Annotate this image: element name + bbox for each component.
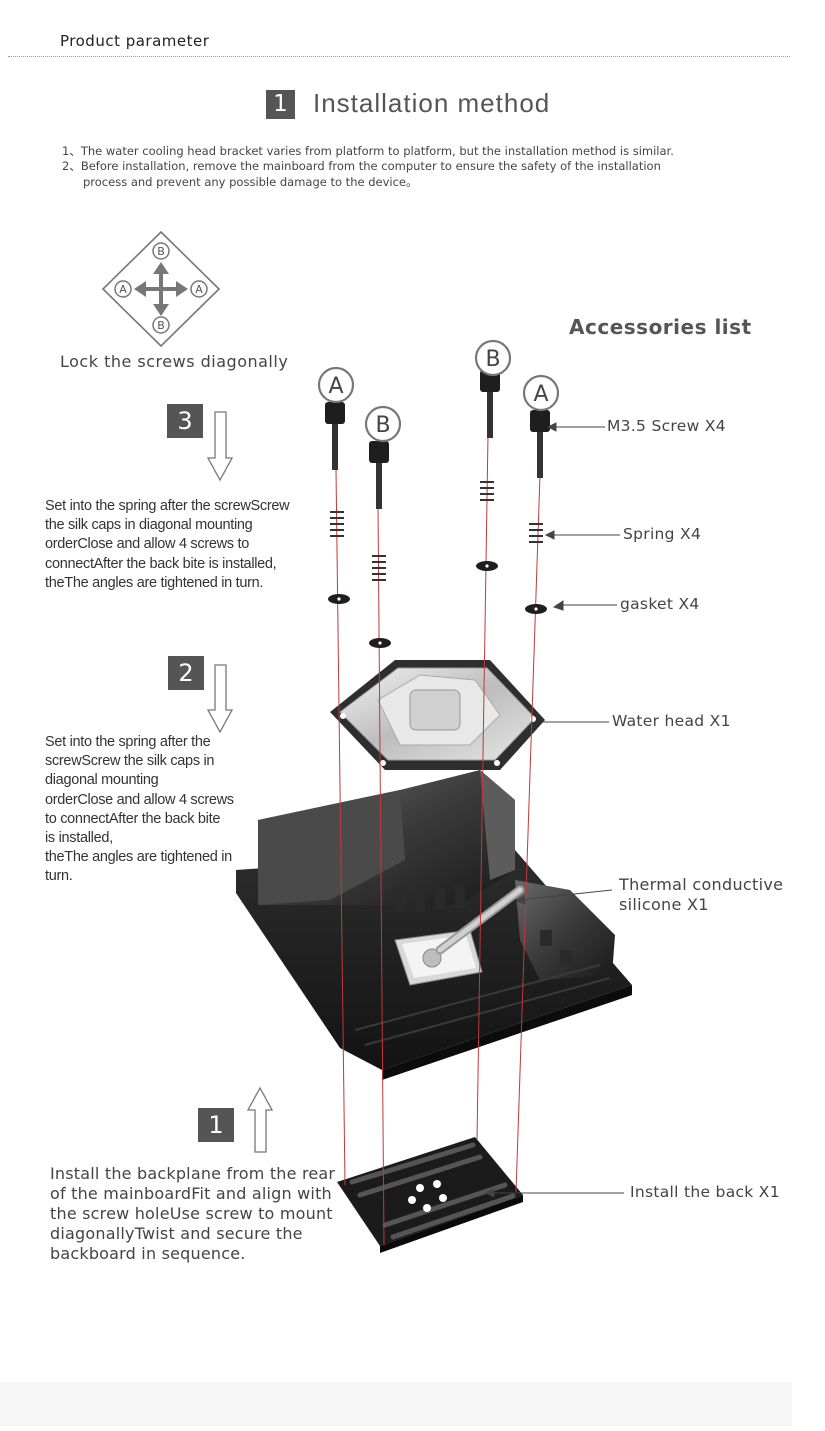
step-2-line: is installed,: [45, 830, 113, 847]
step-2-box: 2: [168, 656, 204, 690]
step-1-line: Install the backplane from the rear: [50, 1164, 336, 1183]
step-3-line: theThe angles are tightened in turn.: [45, 574, 264, 591]
step-1-description: Install the backplane from the rear of t…: [50, 1164, 350, 1264]
section-number-box: 1: [266, 90, 295, 119]
note-line-1: 1、The water cooling head bracket varies …: [62, 144, 674, 158]
note-line-3: process and prevent any possible damage …: [83, 175, 418, 189]
screw-marker-b-ring: [474, 339, 512, 377]
screw-marker-b-ring: [364, 405, 402, 443]
header-divider: [8, 56, 790, 57]
label-screw: M3.5 Screw X4: [607, 417, 726, 435]
step-2-line: to connectAfter the back bite: [45, 810, 221, 827]
step-1-line: the screw holeUse screw to mount: [50, 1204, 333, 1223]
lock-marker-b-top: B: [157, 245, 165, 258]
footer-band: [0, 1382, 792, 1426]
step-1-line: of the mainboardFit and align with: [50, 1184, 332, 1203]
diagonal-lock-diagram: B B A A: [101, 230, 221, 348]
label-water-head: Water head X1: [612, 712, 731, 730]
step-3-description: Set into the spring after the screwScrew…: [45, 497, 290, 593]
lock-diamond-outline: [101, 230, 221, 348]
step-3-line: connectAfter the back bite is installed,: [45, 555, 277, 572]
up-arrow-icon: [246, 1086, 274, 1153]
screw-marker-3: B: [485, 347, 500, 372]
step-3-line: orderClose and allow 4 screws to: [45, 536, 249, 553]
label-thermal-line-1: Thermal conductive: [619, 875, 784, 894]
step-2-line: orderClose and allow 4 screws: [45, 791, 234, 808]
step-2-line: Set into the spring after the: [45, 734, 211, 750]
step-1-box: 1: [198, 1108, 234, 1142]
step-3-line: the silk caps in diagonal mounting: [45, 517, 253, 534]
screw-set-left-a: [325, 402, 350, 604]
lock-screws-caption: Lock the screws diagonally: [60, 352, 289, 371]
lock-marker-a-left: A: [119, 283, 127, 296]
step-arrow-icons: [206, 411, 274, 1153]
section-title: Installation method: [313, 88, 551, 118]
screw-set-right-b: [476, 370, 500, 571]
screw-marker-1: A: [328, 374, 343, 399]
water-head-illustration: [330, 660, 545, 770]
screw-set-right-a: [525, 410, 550, 614]
backplate-illustration: [337, 1137, 523, 1253]
step-3-line: Set into the spring after the screwScrew: [45, 498, 290, 514]
step-1-line: backboard in sequence.: [50, 1244, 246, 1263]
step-2-description: Set into the spring after the screwScrew…: [45, 733, 234, 887]
label-spring: Spring X4: [623, 525, 702, 543]
screw-marker-4: A: [533, 382, 548, 407]
callout-leaders: [484, 422, 624, 1198]
screw-marker-a-ring: [317, 366, 355, 404]
screw-marker-a-ring: [522, 374, 560, 412]
lock-marker-a-right: A: [195, 283, 203, 296]
step-2-line: diagonal mounting: [45, 772, 159, 789]
step-2-line: screwScrew the silk caps in: [45, 753, 215, 770]
alignment-guide-lines: [335, 434, 541, 1246]
down-arrow-icon: [206, 411, 234, 482]
screw-marker-2: B: [375, 413, 390, 438]
label-thermal-line-2: silicone X1: [619, 895, 709, 914]
accessories-list-title: Accessories list: [569, 315, 752, 339]
label-thermal-silicone: Thermal conductive silicone X1: [619, 875, 783, 915]
motherboard-illustration: [236, 770, 632, 1080]
down-arrow-icon: [206, 664, 234, 734]
screw-set-left-b: [369, 441, 391, 648]
step-2-line: theThe angles are tightened in: [45, 849, 232, 866]
label-gasket: gasket X4: [620, 595, 700, 613]
step-1-line: diagonallyTwist and secure the: [50, 1224, 303, 1243]
lock-marker-b-bottom: B: [157, 319, 165, 332]
label-backplate: Install the back X1: [630, 1183, 780, 1201]
four-way-arrow-icon: [134, 262, 188, 316]
note-line-2: 2、Before installation, remove the mainbo…: [62, 159, 661, 173]
page-header-title: Product parameter: [60, 32, 210, 50]
step-3-box: 3: [167, 404, 203, 438]
step-2-line: turn.: [45, 868, 73, 885]
